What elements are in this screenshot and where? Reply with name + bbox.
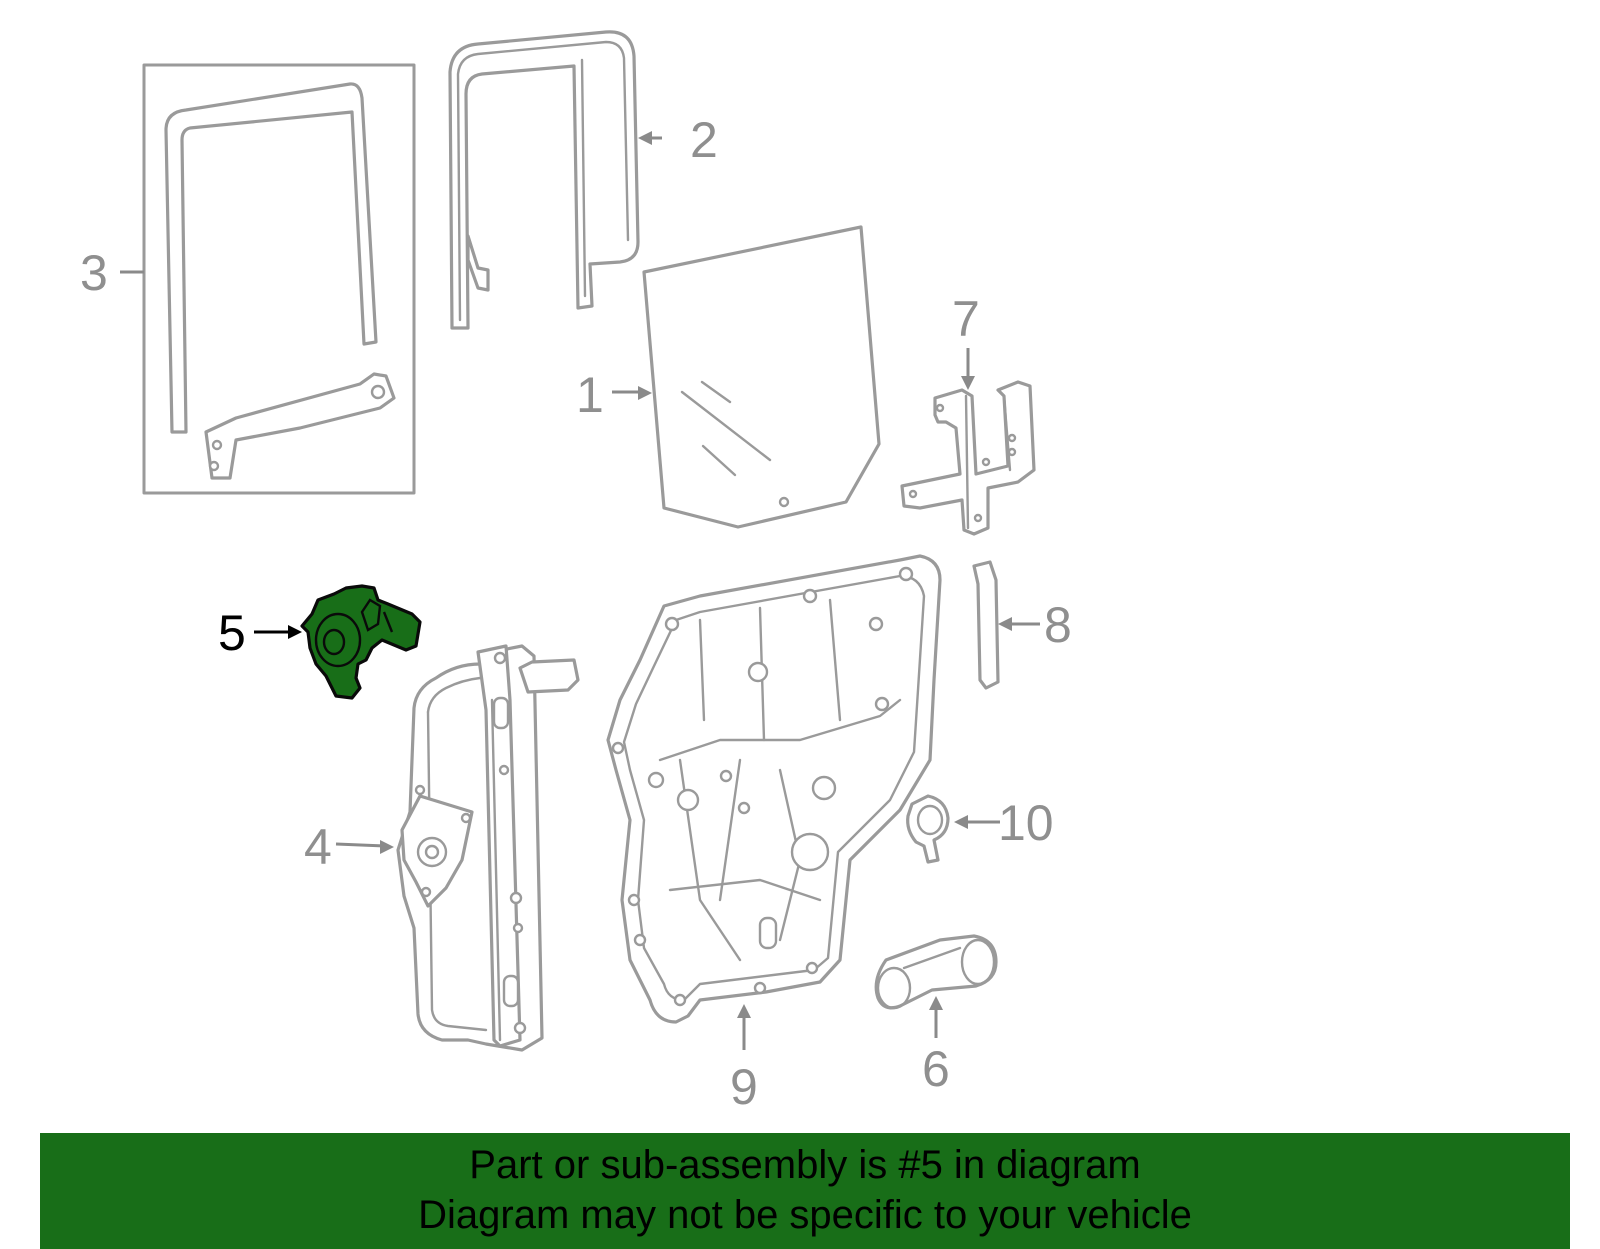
part-7-bracket[interactable]: [900, 380, 1036, 536]
banner-line-1: Part or sub-assembly is #5 in diagram: [469, 1143, 1141, 1187]
callout-3: 3: [80, 245, 108, 301]
part-8-seal-strip[interactable]: [972, 560, 1000, 690]
part-10-clip[interactable]: [906, 794, 950, 864]
part-6-door-handle[interactable]: [874, 934, 998, 1010]
part-5-window-motor[interactable]: [300, 584, 422, 700]
callout-2: 2: [690, 112, 718, 168]
callout-7: 7: [952, 291, 980, 347]
info-banner: Part or sub-assembly is #5 in diagram Di…: [40, 1133, 1570, 1249]
banner-line-2: Diagram may not be specific to your vehi…: [418, 1193, 1192, 1237]
callout-6: 6: [922, 1041, 950, 1097]
callout-8: 8: [1044, 597, 1072, 653]
part-3-channel-assembly[interactable]: [142, 63, 416, 495]
part-4-window-regulator[interactable]: [396, 644, 580, 1052]
callout-4: 4: [304, 819, 332, 875]
callout-1: 1: [576, 367, 604, 423]
callout-10: 10: [998, 795, 1054, 851]
callout-5-highlighted: 5: [218, 605, 246, 661]
leader-lines: [120, 131, 1040, 1050]
part-2-glass-run-channel[interactable]: [448, 30, 640, 330]
part-9-door-panel[interactable]: [606, 554, 942, 1024]
callout-9: 9: [730, 1059, 758, 1115]
callout-labels: 1 2 3 4 5 6 7 8 9 10: [80, 112, 1072, 1115]
part-1-door-glass[interactable]: [642, 225, 881, 529]
parts-diagram: 1 2 3 4 5 6 7 8 9 10: [80, 30, 1072, 1115]
